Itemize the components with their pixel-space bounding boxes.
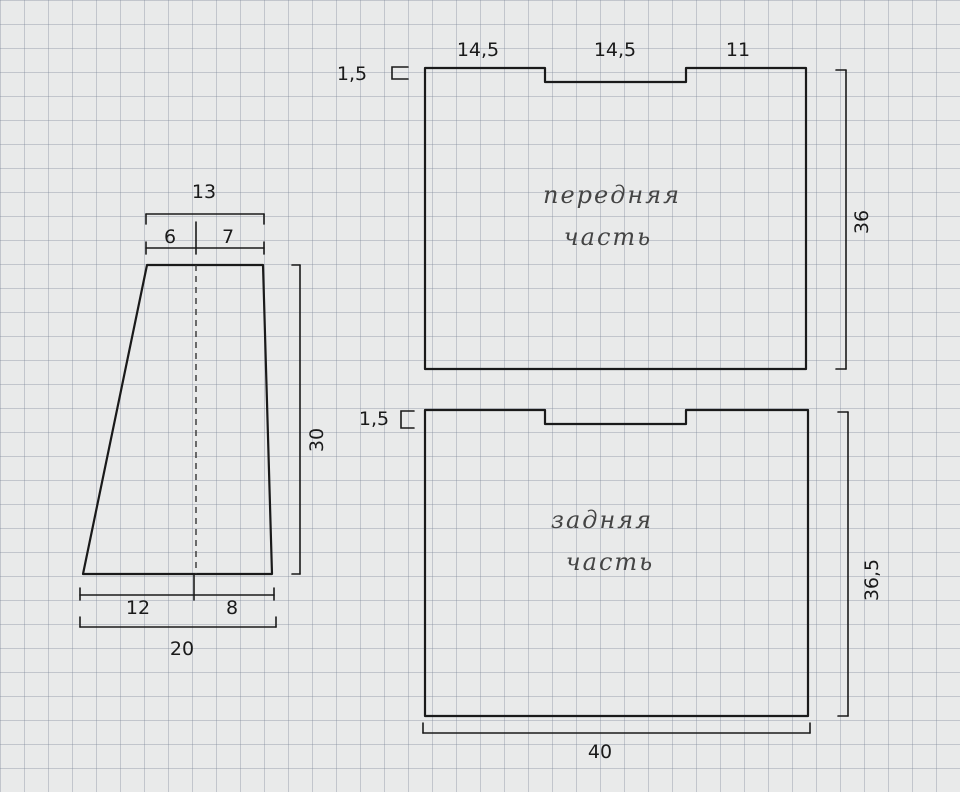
dim-front-height: 36 (851, 210, 873, 234)
front-panel-piece: 1,5 14,5 14,5 11 36 передняя часть (337, 39, 873, 371)
trapezoid-piece: 13 6 7 30 12 8 20 (79, 181, 328, 660)
front-panel-label-line2: часть (564, 223, 653, 251)
back-panel-label-line1: задняя (551, 506, 653, 534)
front-panel-label-line1: передняя (543, 181, 681, 209)
trapezoid-outline (81, 263, 274, 576)
back-panel-piece: 1,5 36,5 40 задняя часть (359, 408, 883, 763)
front-panel-outline (423, 66, 808, 371)
back-notch-bracket (400, 410, 415, 429)
dim-trapezoid-bottom-left: 12 (126, 597, 150, 619)
dim-trapezoid-bottom-right: 8 (226, 597, 238, 619)
dim-trapezoid-top-right: 7 (222, 226, 234, 248)
dim-trapezoid-top-left: 6 (164, 226, 176, 248)
front-notch-bracket (391, 66, 409, 80)
dim-trapezoid-top-total: 13 (192, 181, 216, 203)
dim-front-top-right: 11 (726, 39, 750, 61)
dim-back-height: 36,5 (861, 559, 883, 601)
dim-front-top-mid: 14,5 (594, 39, 636, 61)
back-panel-label-line2: часть (566, 548, 655, 576)
back-panel-outline (423, 408, 810, 718)
dim-front-notch: 1,5 (337, 63, 367, 85)
dim-back-notch: 1,5 (359, 408, 389, 430)
dim-front-top-left: 14,5 (457, 39, 499, 61)
dim-trapezoid-bottom-total: 20 (170, 638, 194, 660)
dim-trapezoid-height: 30 (306, 428, 328, 452)
dim-back-width: 40 (588, 741, 612, 763)
